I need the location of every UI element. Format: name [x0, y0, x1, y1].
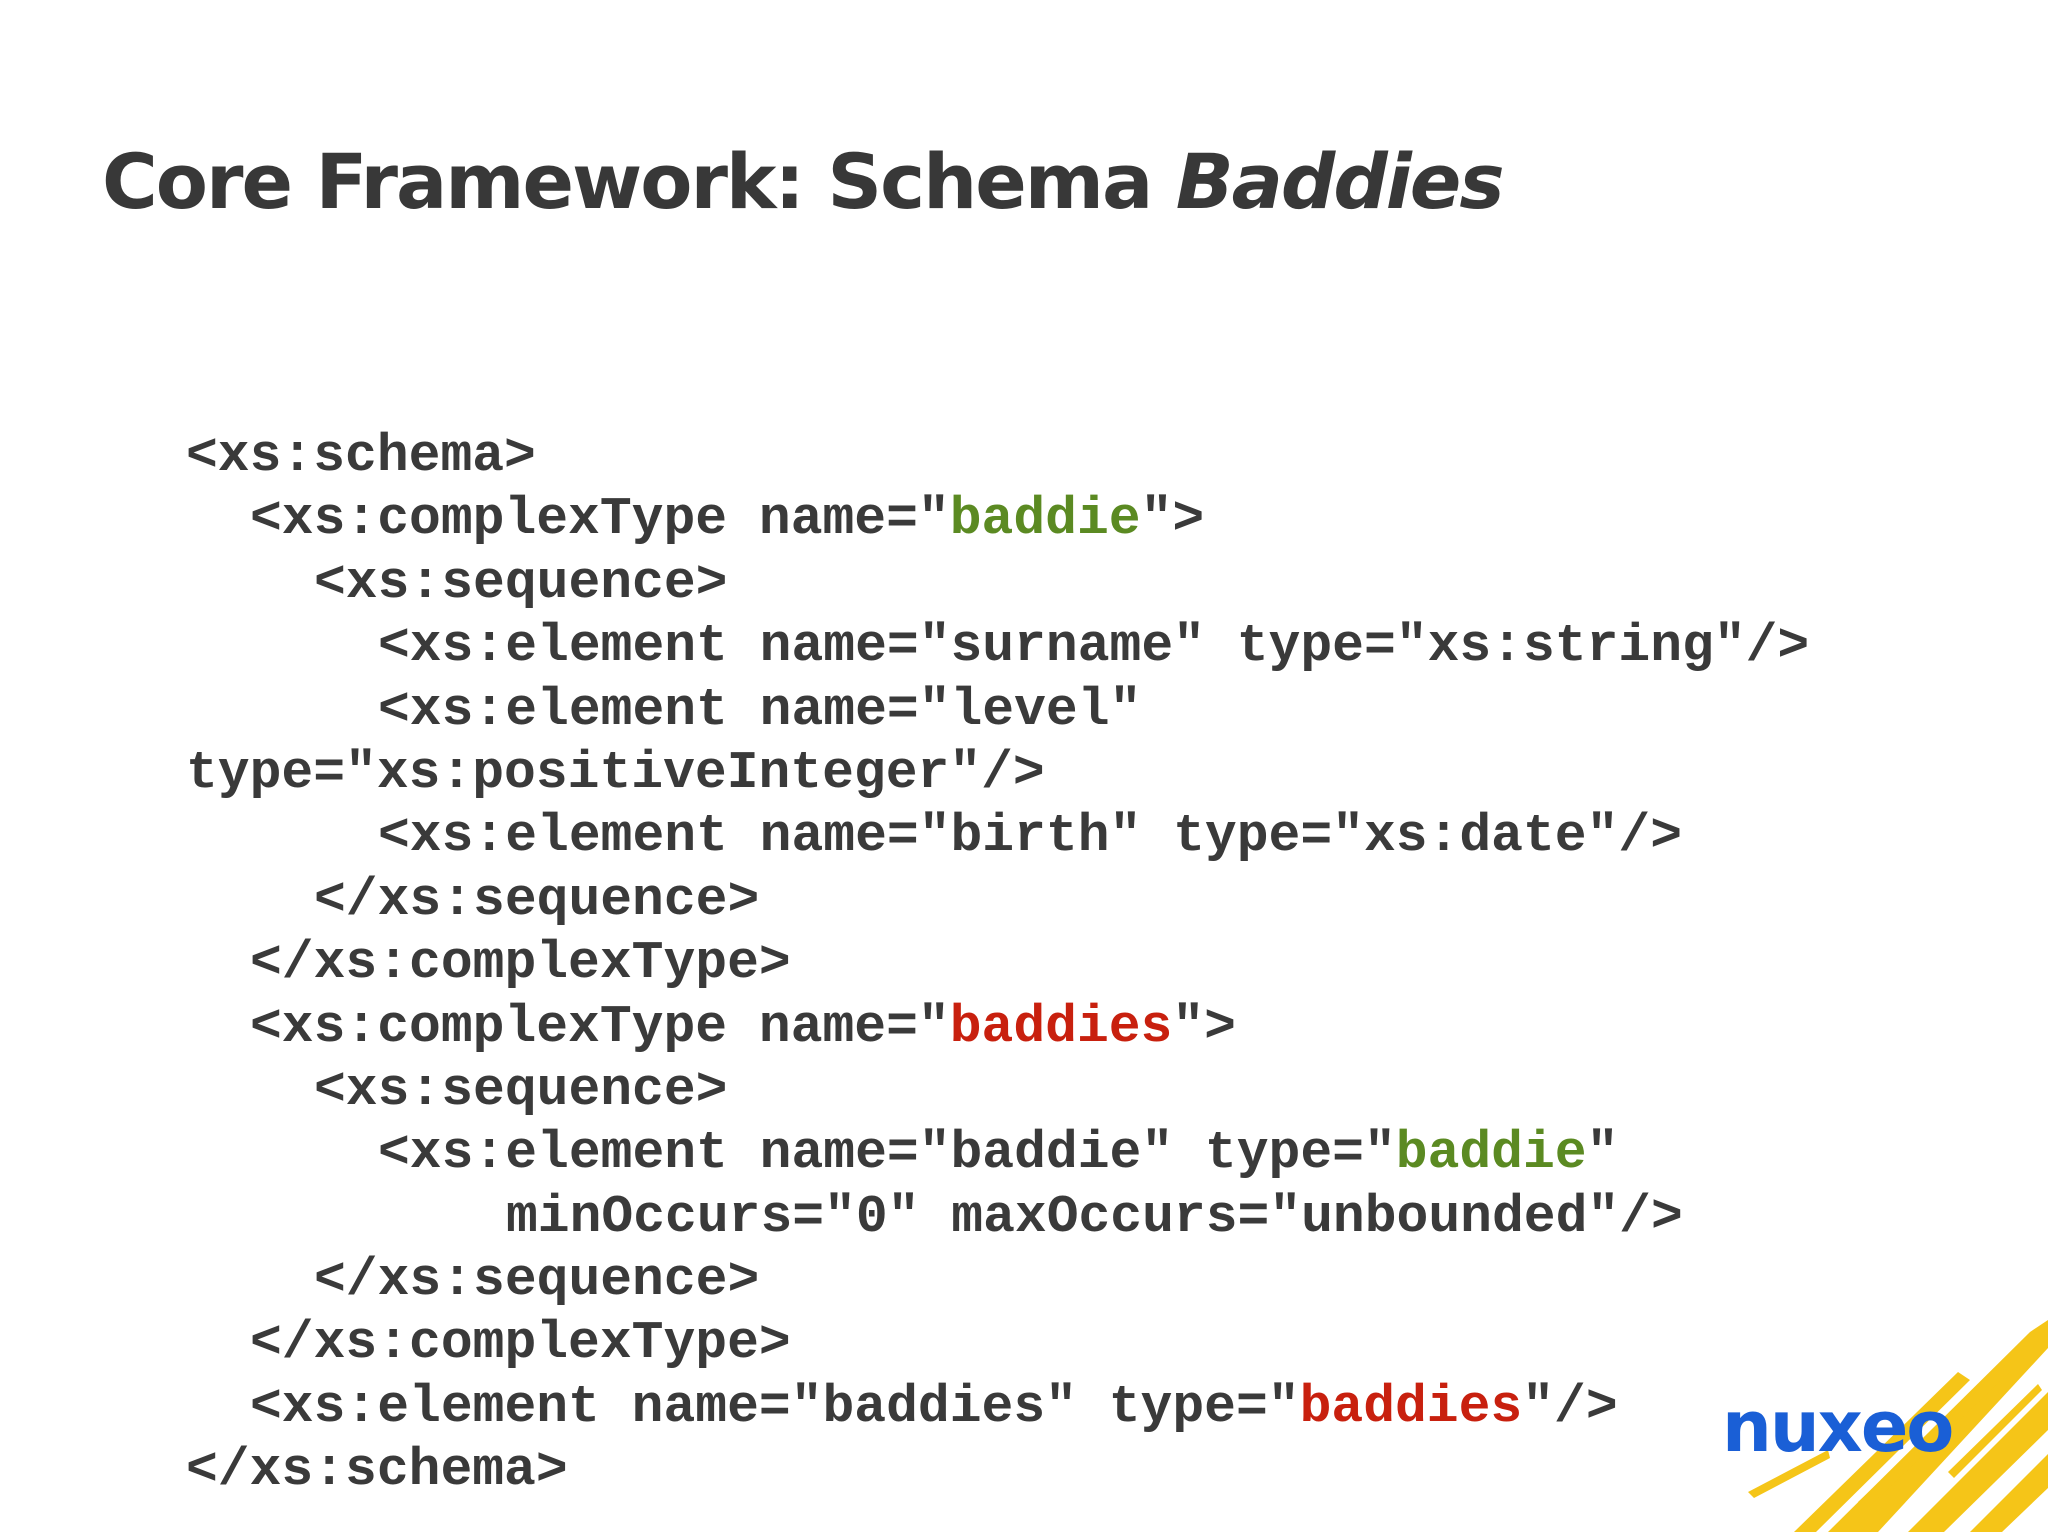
code-text: " [1586, 1123, 1619, 1184]
code-text: <xs:complexType name=" [250, 996, 950, 1057]
code-line: <xs:complexType name="baddies"> [186, 996, 1809, 1059]
code-line: </xs:schema> [186, 1440, 568, 1501]
code-line: <xs:element name="surname" type="xs:stri… [378, 616, 1810, 677]
code-text: "> [1172, 996, 1236, 1057]
code-line: </xs:complexType> [250, 933, 791, 994]
highlight-red: baddies [1299, 1376, 1523, 1437]
code-line: <xs:element name="baddies" type="baddies… [186, 1376, 1809, 1439]
code-line: minOccurs="0" maxOccurs="unbounded"/> [506, 1186, 1683, 1247]
code-text: <xs:element name="baddies" type=" [250, 1376, 1300, 1437]
code-line: <xs:element name="level" [378, 679, 1142, 740]
highlight-green: baddie [949, 489, 1141, 550]
code-line: type="xs:positiveInteger"/> [186, 742, 1045, 803]
code-line: <xs:complexType name="baddie"> [186, 488, 1809, 551]
code-block: <xs:schema> <xs:complexType name="baddie… [186, 425, 1809, 1503]
code-line: <xs:element name="baddie" type="baddie" [186, 1122, 1809, 1185]
highlight-green: baddie [1395, 1123, 1587, 1184]
code-line: </xs:complexType> [250, 1313, 791, 1374]
slide-title: Core Framework: Schema Baddies [102, 137, 1505, 226]
brush-stroke-decoration [1748, 1320, 2048, 1532]
code-line: <xs:sequence> [314, 552, 728, 613]
nuxeo-logo: nuxeo [1722, 1386, 1954, 1468]
code-line: <xs:sequence> [314, 1059, 728, 1120]
code-text: "> [1140, 489, 1205, 550]
code-line: </xs:sequence> [314, 869, 760, 930]
code-text: "/> [1522, 1376, 1618, 1437]
code-line: </xs:sequence> [314, 1250, 760, 1311]
code-text: <xs:complexType name=" [250, 489, 950, 550]
title-main: Core Framework: Schema [102, 137, 1176, 226]
code-line: <xs:element name="birth" type="xs:date"/… [378, 806, 1683, 867]
title-emphasis: Baddies [1175, 137, 1505, 226]
code-line: <xs:schema> [186, 426, 536, 486]
highlight-red: baddies [949, 996, 1173, 1057]
code-text: <xs:element name="baddie" type=" [378, 1123, 1396, 1184]
